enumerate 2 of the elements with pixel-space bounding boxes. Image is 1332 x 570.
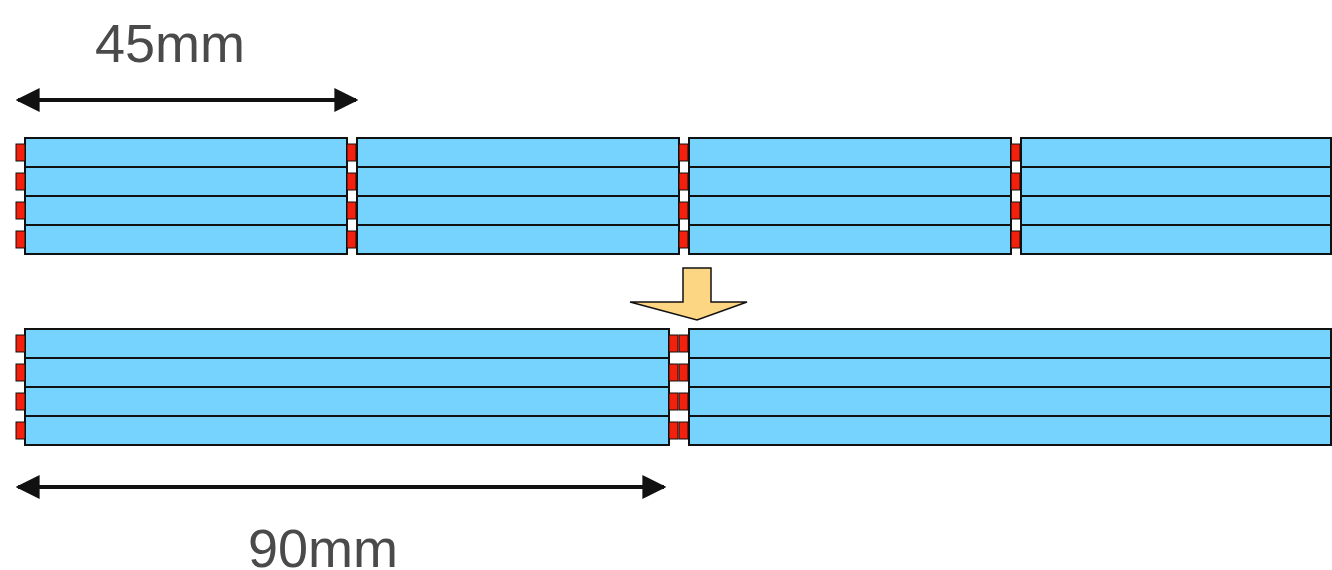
dimension-label: 90mm: [248, 521, 399, 570]
dimension-label: 45mm: [95, 16, 246, 70]
